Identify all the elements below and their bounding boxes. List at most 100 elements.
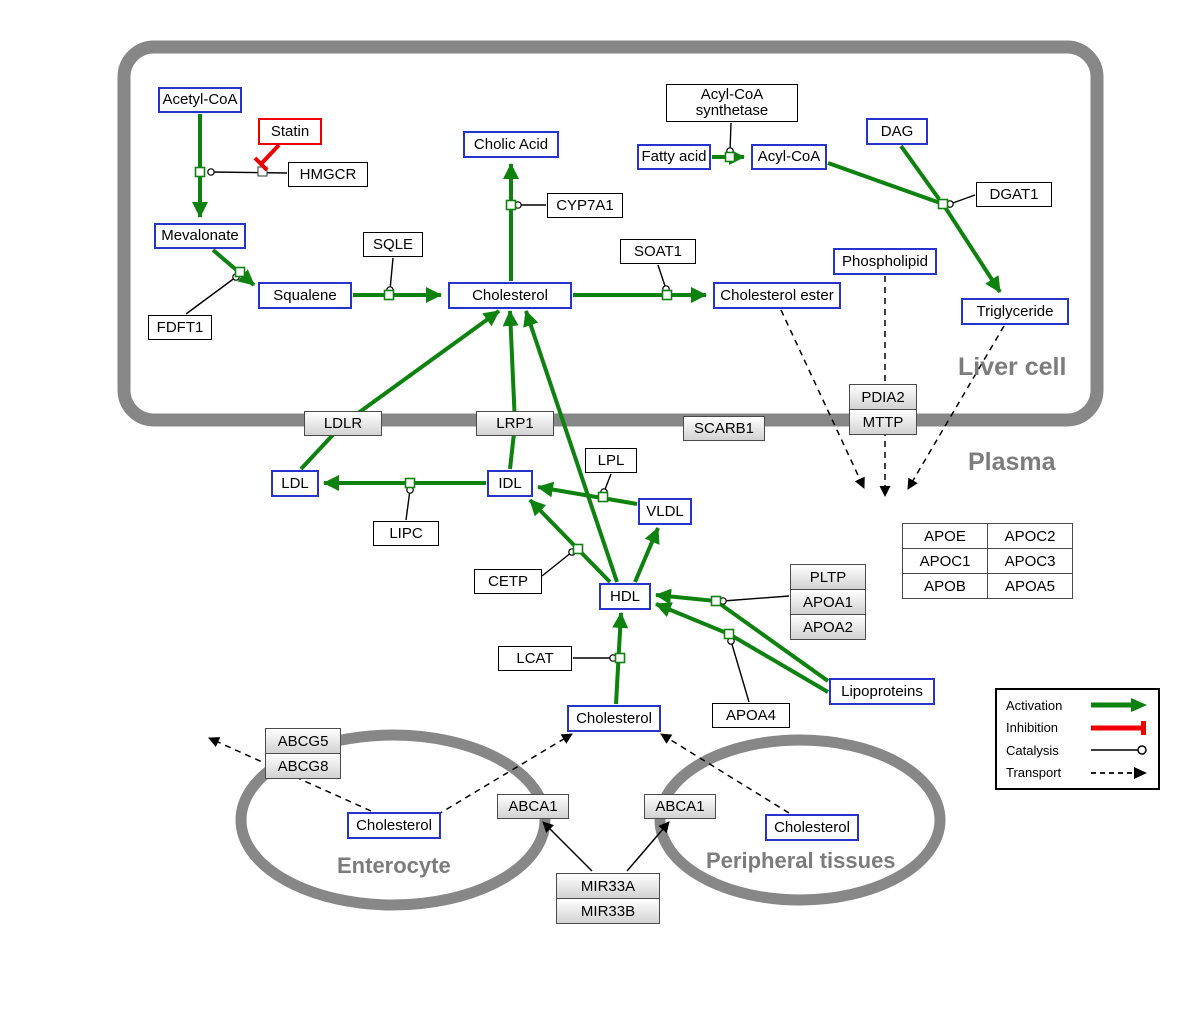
- node-soat1[interactable]: SOAT1: [620, 239, 696, 264]
- catalysis-edges: [185, 122, 976, 703]
- node-cholesterol-enterocyte[interactable]: Cholesterol: [347, 812, 441, 839]
- node-cholic-acid[interactable]: Cholic Acid: [463, 131, 559, 158]
- liver-cell-membrane: [117, 40, 1104, 427]
- legend: Activation Inhibition Catalysis Transpor…: [995, 688, 1160, 790]
- node-cyp7a1[interactable]: CYP7A1: [547, 193, 623, 218]
- catalysis-soat1: [657, 264, 670, 293]
- catalysis-fdft1: [185, 273, 240, 315]
- node-lipc[interactable]: LIPC: [373, 521, 439, 546]
- edge-dag-reaction: [899, 144, 941, 201]
- node-fatty-acid[interactable]: Fatty acid: [637, 144, 711, 170]
- abcg-group: ABCG5 ABCG8: [265, 728, 341, 779]
- node-mir33a[interactable]: MIR33A: [557, 874, 660, 899]
- node-acyl-coa-synthetase[interactable]: Acyl-CoA synthetase: [666, 84, 798, 122]
- acs-line1: Acyl-CoA: [700, 86, 764, 104]
- node-triglyceride[interactable]: Triglyceride: [961, 298, 1069, 325]
- apo-cell-apob[interactable]: APOB: [903, 574, 988, 599]
- pltp-apoa-group: PLTP APOA1 APOA2: [790, 564, 866, 640]
- edge-hdl-idl: [528, 498, 612, 584]
- node-sqle[interactable]: SQLE: [363, 232, 423, 257]
- apolipoprotein-table: APOE APOC2 APOC1 APOC3 APOB APOA5: [902, 523, 1073, 599]
- node-fdft1[interactable]: FDFT1: [148, 315, 212, 340]
- legend-catalysis-label: Catalysis: [1006, 742, 1059, 758]
- edge-ldl-ldlr-cholesterol: [299, 309, 501, 471]
- apo-cell-apoe[interactable]: APOE: [903, 524, 988, 549]
- node-phospholipid[interactable]: Phospholipid: [833, 248, 937, 275]
- catalysis-cetp: [541, 548, 576, 577]
- edge-mir33-abca1-right: [626, 821, 670, 872]
- catalysis-dgat1: [946, 194, 976, 208]
- legend-row-activation: Activation: [1006, 697, 1149, 713]
- legend-activation-label: Activation: [1006, 697, 1063, 713]
- node-cholesterol-ester[interactable]: Cholesterol ester: [713, 282, 841, 309]
- node-ldlr[interactable]: LDLR: [304, 411, 382, 436]
- legend-row-inhibition: Inhibition: [1006, 720, 1149, 736]
- node-apoa4[interactable]: APOA4: [712, 703, 790, 728]
- legend-row-catalysis: Catalysis: [1006, 742, 1149, 758]
- node-acetyl-coa[interactable]: Acetyl-CoA: [158, 87, 242, 113]
- edge-hdl-cholesterol: [523, 310, 619, 583]
- catalysis-circle-icon: [1091, 745, 1147, 756]
- liver-cell-label: Liver cell: [958, 353, 1067, 381]
- node-abcg5[interactable]: ABCG5: [266, 729, 341, 754]
- peripheral-tissues-label: Peripheral tissues: [706, 848, 896, 873]
- reaction-nodes: [194, 151, 949, 664]
- node-squalene[interactable]: Squalene: [258, 282, 352, 309]
- catalysis-acylcoa-synthetase: [726, 122, 734, 155]
- plasma-label: Plasma: [968, 448, 1056, 476]
- node-abcg8[interactable]: ABCG8: [266, 754, 341, 779]
- regulation-edges: [542, 821, 670, 872]
- node-vldl[interactable]: VLDL: [638, 498, 692, 525]
- node-lpl[interactable]: LPL: [585, 448, 637, 473]
- node-mir33b[interactable]: MIR33B: [557, 899, 660, 924]
- node-lcat[interactable]: LCAT: [498, 646, 572, 671]
- node-lipoproteins[interactable]: Lipoproteins: [829, 678, 935, 705]
- activation-arrow-icon: [1091, 698, 1147, 712]
- node-hdl[interactable]: HDL: [599, 583, 651, 610]
- node-pdia2[interactable]: PDIA2: [850, 385, 917, 410]
- node-acyl-coa[interactable]: Acyl-CoA: [751, 144, 827, 170]
- enterocyte-label: Enterocyte: [337, 853, 451, 878]
- apo-cell-apoc3[interactable]: APOC3: [988, 549, 1073, 574]
- node-ldl[interactable]: LDL: [271, 470, 319, 497]
- node-cetp[interactable]: CETP: [474, 569, 542, 594]
- node-hmgcr[interactable]: HMGCR: [288, 162, 368, 187]
- inhibition-edge: [253, 143, 281, 177]
- catalysis-hmgcr: [207, 168, 288, 176]
- node-abca1-enterocyte[interactable]: ABCA1: [497, 794, 569, 819]
- node-statin[interactable]: Statin: [258, 118, 322, 145]
- catalysis-lpl: [600, 473, 612, 496]
- node-dag[interactable]: DAG: [866, 118, 928, 145]
- peripheral-tissues-membrane: [654, 734, 946, 906]
- node-apoa2[interactable]: APOA2: [791, 615, 866, 640]
- apo-cell-apoa5[interactable]: APOA5: [988, 574, 1073, 599]
- edge-mevalonate-squalene: [211, 248, 256, 287]
- transport-arrow-icon: [1091, 766, 1147, 779]
- transport-peripheral-cholesterol-plasma: [660, 733, 790, 814]
- node-mevalonate[interactable]: Mevalonate: [154, 223, 246, 249]
- node-pltp[interactable]: PLTP: [791, 565, 866, 590]
- transport-triglyceride-plasma: [907, 325, 1005, 490]
- node-cholesterol-plasma[interactable]: Cholesterol: [567, 705, 661, 732]
- node-idl[interactable]: IDL: [487, 470, 533, 497]
- catalysis-apoa4: [727, 637, 750, 703]
- apo-cell-apoc1[interactable]: APOC1: [903, 549, 988, 574]
- edge-vldl-idl: [537, 481, 638, 506]
- node-cholesterol-liver[interactable]: Cholesterol: [448, 282, 572, 309]
- node-mttp[interactable]: MTTP: [850, 410, 917, 435]
- compartment-membranes: [117, 40, 1104, 911]
- edge-statin-hmgcr: [259, 143, 281, 166]
- node-lrp1[interactable]: LRP1: [476, 411, 554, 436]
- apo-cell-apoc2[interactable]: APOC2: [988, 524, 1073, 549]
- pdia2-mttp-group: PDIA2 MTTP: [849, 384, 917, 435]
- node-abca1-peripheral[interactable]: ABCA1: [644, 794, 716, 819]
- node-cholesterol-peripheral[interactable]: Cholesterol: [765, 814, 859, 841]
- node-scarb1[interactable]: SCARB1: [683, 416, 765, 441]
- node-dgat1[interactable]: DGAT1: [976, 182, 1052, 207]
- catalysis-lipc: [405, 486, 414, 521]
- catalysis-sqle: [386, 257, 394, 294]
- node-apoa1[interactable]: APOA1: [791, 590, 866, 615]
- legend-inhibition-label: Inhibition: [1006, 720, 1059, 736]
